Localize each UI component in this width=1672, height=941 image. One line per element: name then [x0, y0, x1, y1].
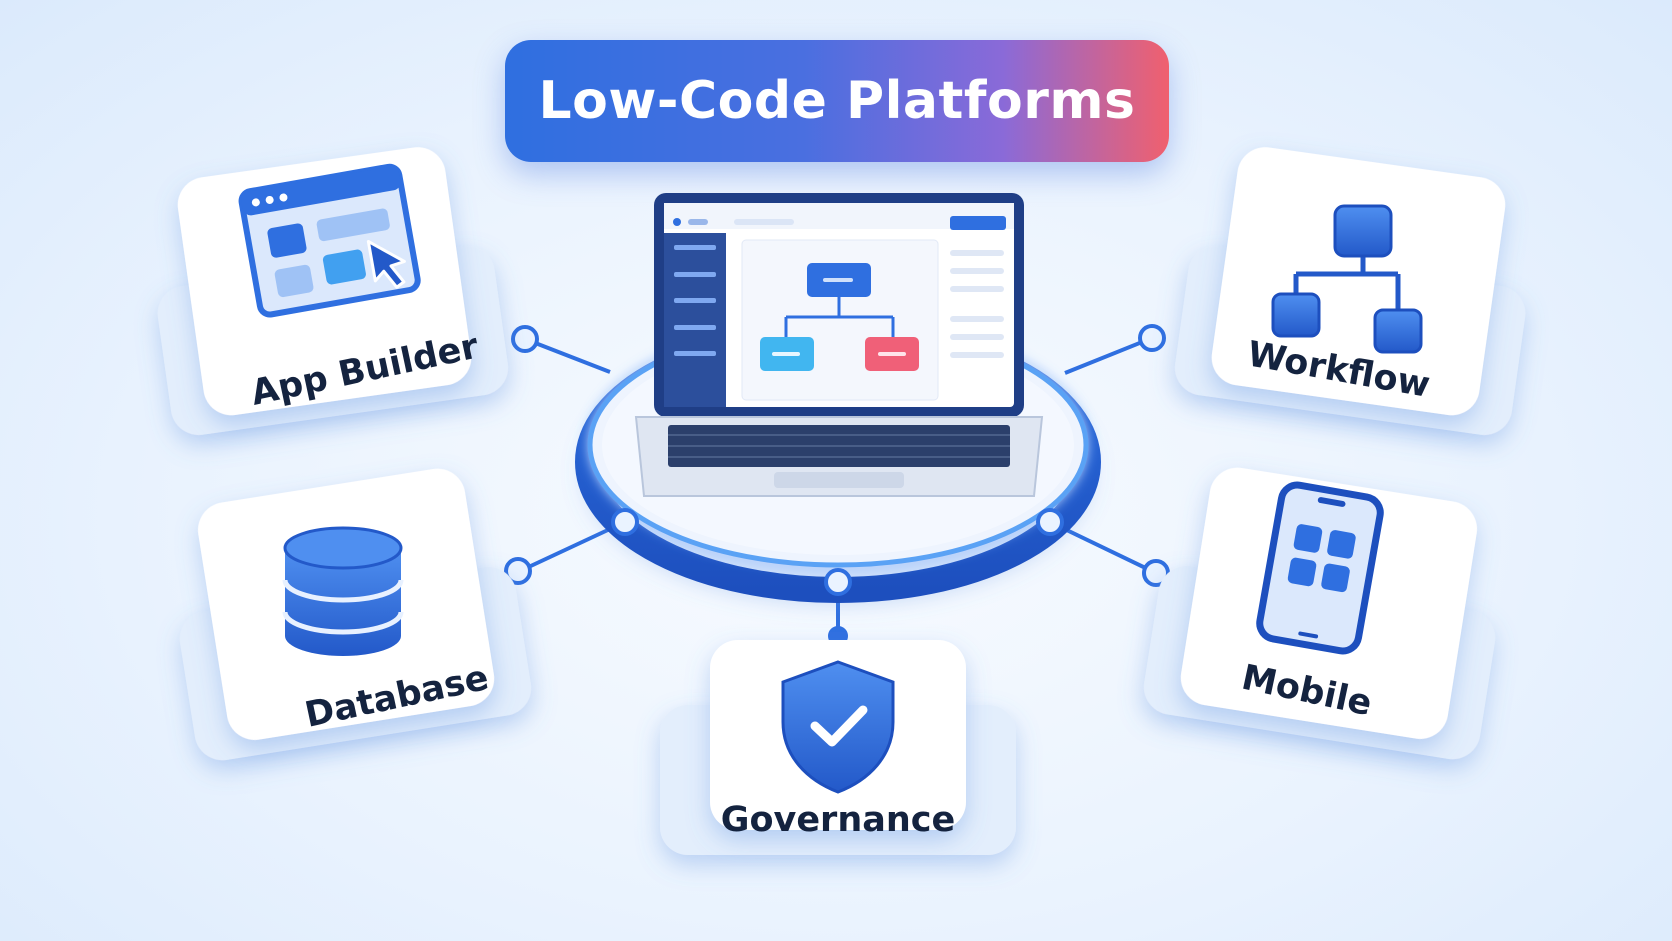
page-title: Low-Code Platforms [538, 71, 1136, 131]
connector-app-builder [524, 337, 611, 374]
tile-database[interactable]: Database [159, 459, 535, 764]
tile-mobile[interactable]: Mobile [1140, 458, 1516, 763]
tile-workflow[interactable]: Workflow [1171, 139, 1543, 439]
database-cylinder-icon [282, 526, 404, 656]
tile-app-builder[interactable]: App Builder [139, 139, 511, 439]
shield-check-icon [781, 660, 895, 794]
connector-workflow [1064, 336, 1153, 375]
laptop-icon [634, 193, 1044, 497]
tile-governance[interactable]: Governance [660, 640, 1016, 855]
label-governance: Governance [721, 800, 956, 840]
title-banner: Low-Code Platforms [505, 40, 1169, 162]
smartphone-icon [1256, 481, 1384, 655]
flowchart-icon [1271, 204, 1423, 354]
browser-window-cursor-icon [238, 163, 421, 318]
